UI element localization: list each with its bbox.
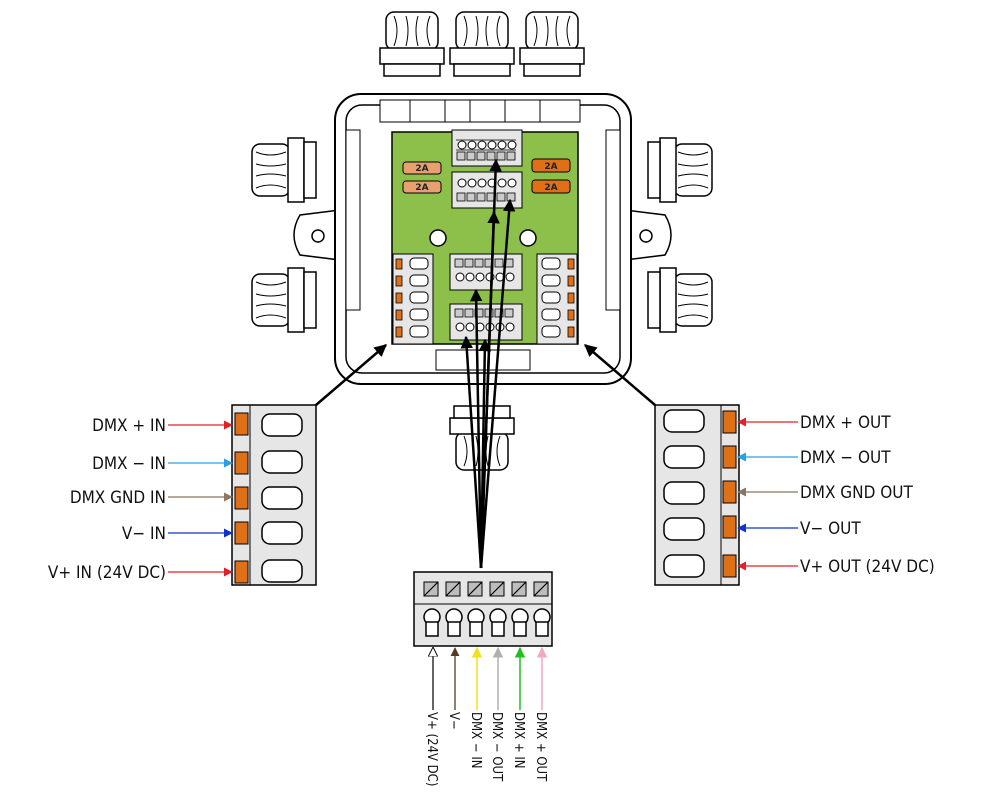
svg-text:2A: 2A	[544, 162, 557, 172]
label-bottom-dmx-minus-out: DMX − OUT	[489, 712, 504, 782]
label-v-minus-in: V− IN	[122, 524, 166, 544]
label-bottom-v-minus: V−	[446, 712, 461, 730]
left-wiring: DMX + IN DMX − IN DMX GND IN V− IN V+ IN…	[48, 416, 233, 583]
junction-box: 2A 2A 2A 2A	[251, 11, 713, 471]
board-terminal-top-2	[451, 171, 523, 209]
fuse-4: 2A	[531, 179, 571, 194]
label-v-plus-in: V+ IN (24V DC)	[48, 563, 166, 583]
cable-gland-right-1	[647, 137, 713, 203]
label-dmx-gnd-out: DMX GND OUT	[800, 483, 913, 503]
board-terminal-mid-1	[449, 253, 523, 291]
terminal-block-bottom	[413, 571, 553, 647]
terminal-block-right	[654, 404, 740, 586]
board-terminal-right	[536, 253, 578, 345]
cable-gland-right-2	[647, 267, 713, 333]
board-terminal-top-1	[451, 129, 523, 167]
board-terminal-mid-2	[449, 303, 523, 341]
label-dmx-gnd-in: DMX GND IN	[70, 488, 166, 508]
board-terminal-left	[392, 253, 434, 345]
label-bottom-dmx-minus-in: DMX − IN	[468, 712, 483, 769]
label-bottom-dmx-plus-out: DMX + OUT	[533, 712, 548, 782]
bottom-wiring: V+ (24V DC) V− DMX − IN DMX − OUT DMX + …	[424, 646, 548, 786]
fuse-2: 2A	[402, 180, 442, 194]
terminal-block-left	[231, 404, 317, 586]
label-dmx-plus-in: DMX + IN	[92, 416, 166, 436]
cable-gland-left-1	[251, 137, 317, 203]
cable-gland-left-2	[251, 267, 317, 333]
label-v-plus-out: V+ OUT (24V DC)	[800, 557, 935, 577]
label-v-minus-out: V− OUT	[800, 519, 861, 539]
label-dmx-minus-out: DMX − OUT	[800, 448, 891, 468]
svg-text:2A: 2A	[415, 183, 428, 193]
cable-gland-top-1	[379, 11, 445, 77]
fuse-1: 2A	[402, 161, 442, 175]
label-bottom-v-plus: V+ (24V DC)	[424, 712, 439, 786]
label-dmx-minus-in: DMX − IN	[92, 454, 166, 474]
callout-arrows	[315, 158, 656, 569]
cable-gland-top-3	[519, 11, 585, 77]
cable-gland-top-2	[449, 11, 515, 77]
svg-text:2A: 2A	[415, 164, 428, 174]
fuse-3: 2A	[531, 158, 571, 173]
label-bottom-dmx-plus-in: DMX + IN	[511, 712, 526, 769]
svg-text:2A: 2A	[544, 183, 557, 193]
right-wiring: DMX + OUT DMX − OUT DMX GND OUT V− OUT V…	[737, 413, 935, 577]
label-dmx-plus-out: DMX + OUT	[800, 413, 891, 433]
